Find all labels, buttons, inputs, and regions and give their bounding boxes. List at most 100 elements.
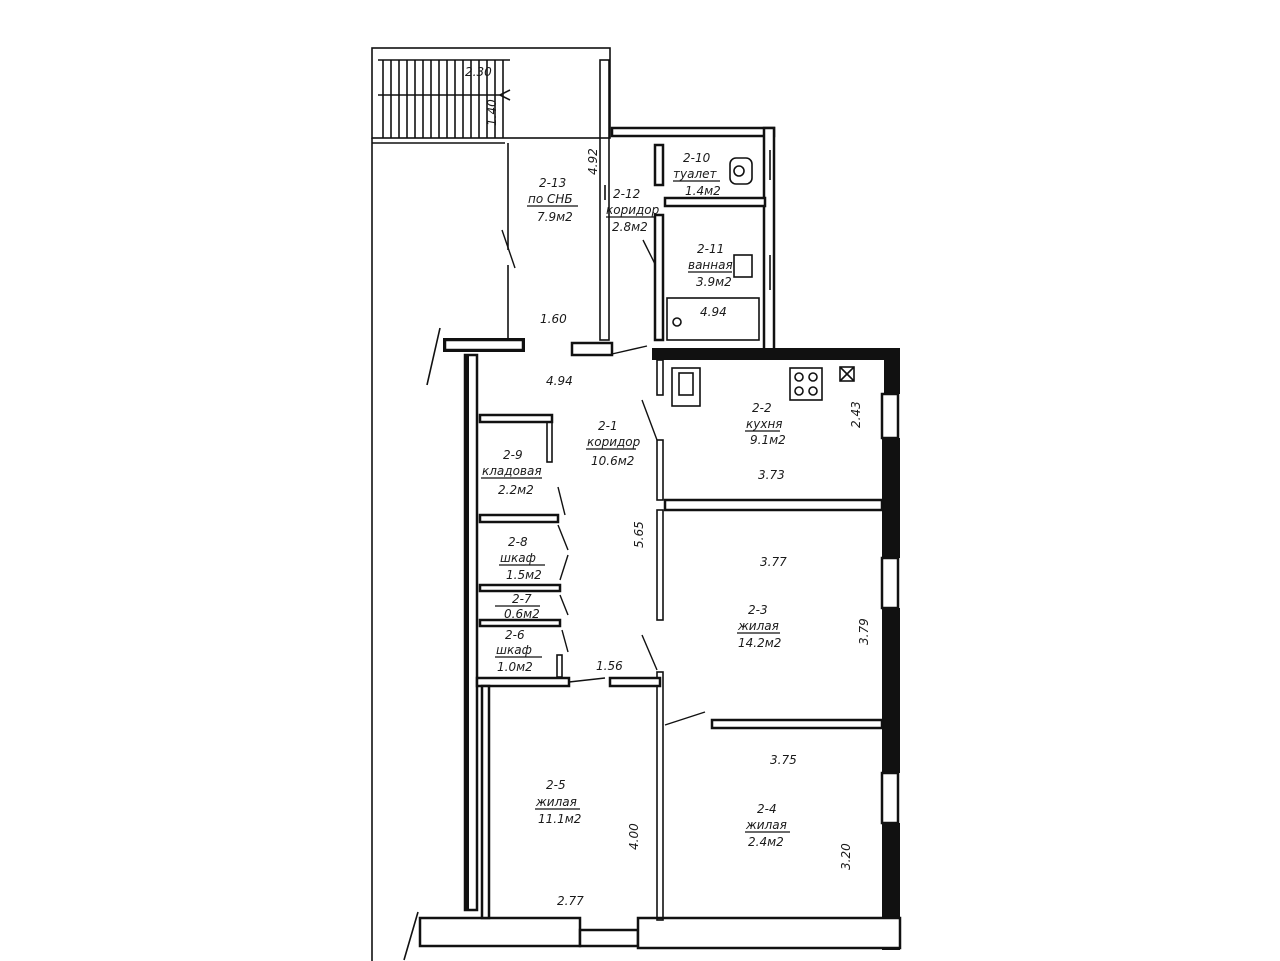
room-2-13-id: 2-13	[539, 176, 566, 190]
dim-stair-depth: 1.40	[485, 99, 499, 126]
room-2-5: 2-5 жилая 11.1м2 4.00 2.77	[475, 676, 662, 920]
dim-corridor-width: 4.94	[546, 374, 573, 388]
room-2-7: 2-7 0.6м2	[478, 592, 569, 628]
bathtub-drain	[672, 317, 682, 327]
stair-steps	[378, 59, 511, 138]
window-room4	[880, 771, 900, 825]
dim-stair-width: 2.30	[465, 65, 492, 79]
storage-right-wall	[546, 421, 553, 463]
kitchen-wall-stub	[656, 359, 664, 396]
room-2-9-name: кладовая	[482, 464, 542, 478]
room-2-3-area: 14.2м2	[738, 636, 781, 650]
room-2-9: 2-9 кладовая 2.2м2	[478, 413, 566, 524]
wall-right-2	[882, 438, 900, 558]
room-2-2-name: кухня	[746, 417, 783, 431]
room-2-11: 2-11 ванная 3.9м2 4.94	[653, 213, 760, 342]
room-2-10-name: туалет	[673, 167, 717, 181]
room-2-8-name: шкаф	[500, 551, 536, 565]
room-2-1-area: 10.6м2	[591, 454, 634, 468]
dim-room5-width: 2.77	[557, 894, 584, 908]
stove-icon	[789, 367, 823, 401]
room-2-12-area: 2.8м2	[612, 220, 648, 234]
vestibule-right-wall	[599, 59, 610, 341]
room-2-3-id: 2-3	[748, 603, 768, 617]
wall-bottom-right	[636, 916, 902, 950]
dim-corridor-end: 1.56	[596, 659, 623, 673]
room4-left-wall	[656, 671, 664, 921]
room-2-2-area: 9.1м2	[750, 433, 786, 447]
room-2-4: 3.75 2-4 жилая 2.4м2 3.20	[656, 671, 853, 921]
wall-right-3	[882, 608, 900, 773]
room-2-6: 2-6 шкаф 1.0м2	[495, 628, 569, 678]
room-2-6-id: 2-6	[505, 628, 525, 642]
room-2-3-name: жилая	[737, 619, 779, 633]
room-2-12-id: 2-12	[613, 187, 640, 201]
wc-bottom-wall	[663, 196, 767, 208]
toilet-bowl	[733, 165, 745, 177]
wall-entry-mid	[570, 341, 614, 357]
room-2-13-area: 7.9м2	[537, 210, 573, 224]
wc-bath-right-wall	[762, 126, 776, 352]
wall-bottom-left	[418, 916, 582, 948]
room-2-1-id: 2-1	[598, 419, 618, 433]
room-2-9-id: 2-9	[503, 448, 523, 462]
room-2-1: 4.94 2-1 коридор 10.6м2 5.65 1.56	[546, 374, 706, 726]
dim-kitchen-width: 3.73	[758, 468, 785, 482]
room-2-4-name: жилая	[745, 818, 787, 832]
window-room3	[880, 556, 900, 610]
room-2-2: 2-2 кухня 9.1м2 3.73 2.43	[656, 359, 884, 512]
window-kitchen	[880, 392, 900, 440]
room-2-3: 3.77 2-3 жилая 14.2м2 3.79	[656, 509, 884, 730]
dim-kitchen-depth: 2.43	[849, 401, 863, 428]
room-2-11-id: 2-11	[697, 242, 724, 256]
room5-left-wall	[480, 684, 491, 920]
room-2-12: 2-12 коридор 2.8м2	[606, 187, 660, 271]
storage-top-wall	[478, 413, 554, 424]
room-2-8-id: 2-8	[508, 535, 528, 549]
room-2-10-id: 2-10	[683, 151, 711, 165]
room-2-11-name: ванная	[688, 258, 733, 272]
dim-bath-length: 4.94	[700, 305, 727, 319]
wall-right-1	[884, 348, 900, 394]
closet6-right-stub	[556, 654, 563, 678]
room3-bottom-wall	[710, 718, 884, 730]
room-2-10-area: 1.4м2	[685, 184, 721, 198]
room-2-13: 2-13 по СНБ 7.9м2 4.92 1.60	[501, 59, 610, 341]
storage-bottom-wall	[478, 513, 560, 524]
dim-vestibule-width: 1.60	[540, 312, 567, 326]
room5-top-wall-right	[608, 676, 662, 688]
stair-landing: 2.30 1.40	[371, 47, 611, 961]
room-2-5-area: 11.1м2	[538, 812, 581, 826]
kitchen-wall-lower	[656, 439, 664, 501]
closet8-bottom-wall	[478, 583, 562, 593]
room-2-6-area: 1.0м2	[497, 660, 533, 674]
room-2-10: 2-10 туалет 1.4м2	[610, 126, 776, 352]
room3-left-wall	[656, 509, 664, 621]
room-2-11-area: 3.9м2	[696, 275, 732, 289]
room-2-5-id: 2-5	[546, 778, 566, 792]
room-2-12-name: коридор	[606, 203, 660, 217]
room-2-6-name: шкаф	[496, 643, 532, 657]
window-room5	[578, 928, 640, 948]
wc-left-wall	[653, 143, 665, 187]
wall-top-kitchen	[652, 348, 900, 360]
room5-top-wall-left	[475, 676, 571, 688]
room-2-7-area: 0.6м2	[504, 607, 540, 621]
closet7-bottom-wall	[478, 618, 562, 628]
dim-room5-depth: 4.00	[627, 823, 641, 850]
landing-outline	[371, 47, 611, 139]
room-2-13-name: по СНБ	[528, 192, 573, 206]
room-2-2-id: 2-2	[752, 401, 772, 415]
room-2-8: 2-8 шкаф 1.5м2	[478, 524, 569, 593]
outer-walls	[403, 327, 902, 961]
dim-room3-width: 3.77	[760, 555, 787, 569]
room-2-4-id: 2-4	[757, 802, 777, 816]
room-2-9-area: 2.2м2	[498, 483, 534, 497]
bath-left-wall	[653, 213, 665, 342]
dim-vestibule-length: 4.92	[586, 148, 600, 175]
dim-room4-width: 3.75	[770, 753, 797, 767]
room-2-1-name: коридор	[587, 435, 641, 449]
dim-room4-depth: 3.20	[839, 843, 853, 870]
room-2-7-id: 2-7	[512, 592, 532, 606]
